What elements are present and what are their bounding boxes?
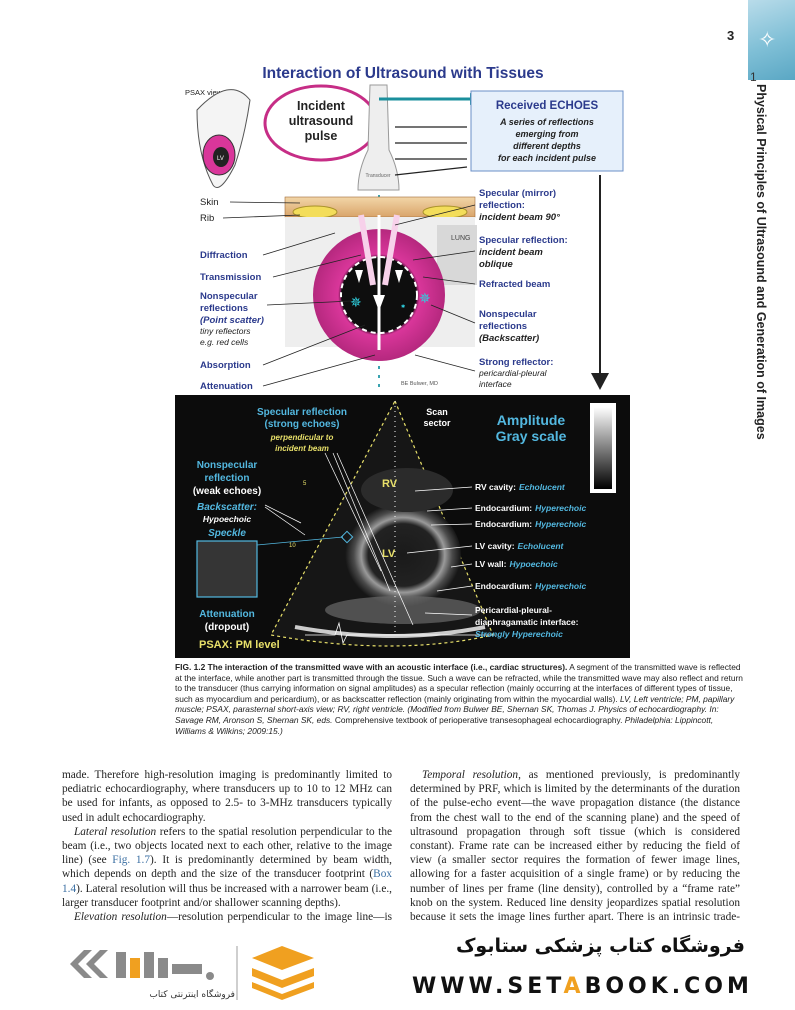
setabook-logo-icon <box>70 944 230 986</box>
svg-text:oblique: oblique <box>479 259 513 270</box>
svg-text:diaphragamatic interface:: diaphragamatic interface: <box>475 617 579 627</box>
figure-caption: FIG. 1.2 The interaction of the transmit… <box>175 662 743 736</box>
figure-title: Interaction of Ultrasound with Tissues <box>262 65 543 82</box>
svg-text:(Point scatter): (Point scatter) <box>200 315 264 326</box>
svg-text:Specular reflection:: Specular reflection: <box>479 235 568 246</box>
svg-text:different depths: different depths <box>513 141 581 151</box>
svg-text:Specular (mirror): Specular (mirror) <box>479 188 556 199</box>
skin-label: Skin <box>200 197 218 208</box>
svg-text:emerging from: emerging from <box>515 129 578 139</box>
body-column-left: made. Therefore high-resolution imaging … <box>62 769 392 930</box>
incident-line-1: Incident <box>297 99 346 113</box>
point-scatter-icon: ✵ <box>350 294 362 310</box>
transducer-label: Transducer <box>365 173 390 179</box>
svg-text:Strongly Hyperechoic: Strongly Hyperechoic <box>475 629 563 639</box>
amplitude-label: Amplitude <box>497 412 566 428</box>
speckle-inset <box>196 540 258 598</box>
svg-text:Gray scale: Gray scale <box>496 428 567 444</box>
svg-text:reflection:: reflection: <box>479 200 525 211</box>
figure-echo-image: 5 10 RV LV Specular reflection (strong e… <box>175 395 630 658</box>
svg-text:Speckle: Speckle <box>208 528 246 539</box>
received-echoes-title: Received ECHOES <box>496 100 599 112</box>
logo-subtitle: فروشگاه اینترنتی کتاب <box>149 990 235 1000</box>
svg-text:Pericardial-pleural-: Pericardial-pleural- <box>475 605 552 615</box>
svg-text:(strong echoes): (strong echoes) <box>264 419 339 430</box>
svg-text:tiny reflectors: tiny reflectors <box>200 326 251 336</box>
svg-text:Strong reflector:: Strong reflector: <box>479 357 553 368</box>
refracted-beam-label: Refracted beam <box>479 279 550 290</box>
svg-text:perpendicular to: perpendicular to <box>270 433 334 442</box>
rib-label: Rib <box>200 213 214 224</box>
caption-label: FIG. 1.2 <box>175 662 206 672</box>
svg-text:reflection: reflection <box>204 473 249 484</box>
psax-pm-label: PSAX: PM level <box>199 639 280 651</box>
svg-text:Nonspecular: Nonspecular <box>479 309 537 320</box>
svg-text:(weak echoes): (weak echoes) <box>193 486 261 497</box>
svg-text:Scan: Scan <box>426 407 448 417</box>
svg-text:Endocardium:Hyperechoic: Endocardium:Hyperechoic <box>475 519 586 529</box>
store-title: فروشگاه کتاب پزشکی ستابوک <box>455 935 745 957</box>
book-stack-icon <box>248 944 318 1000</box>
svg-text:Hypoechoic: Hypoechoic <box>203 514 251 524</box>
body-column-right: Temporal resolution, as mentioned previo… <box>410 769 740 930</box>
attenuation-label: Attenuation <box>200 381 253 392</box>
svg-text:for each incident pulse: for each incident pulse <box>498 153 596 163</box>
svg-text:Nonspecular: Nonspecular <box>197 460 258 471</box>
svg-text:sector: sector <box>423 418 451 428</box>
svg-text:LV wall:Hypoechoic: LV wall:Hypoechoic <box>475 559 558 569</box>
depth-tick-10: 10 <box>289 543 296 549</box>
figure-credit: BE Bulwer, MD <box>401 381 438 387</box>
svg-text:(dropout): (dropout) <box>205 622 249 633</box>
lung-label: LUNG <box>451 235 470 242</box>
lv-thumb-label: LV <box>217 156 224 162</box>
chapter-corner-tab <box>748 0 795 80</box>
svg-text:incident beam 90°: incident beam 90° <box>479 212 560 223</box>
svg-text:reflections: reflections <box>479 321 527 332</box>
absorption-label: Absorption <box>200 360 251 371</box>
transmission-label: Transmission <box>200 272 261 283</box>
store-url[interactable]: WWW.SETABOOK.COM <box>412 974 753 999</box>
incident-line-3: pulse <box>305 129 338 143</box>
rv-label: RV <box>382 478 398 490</box>
chapter-logo-icon: ✧ <box>758 28 777 53</box>
lv-label: LV <box>382 548 396 560</box>
depth-tick-5: 5 <box>303 481 307 487</box>
running-title: Physical Principles of Ultrasound and Ge… <box>754 84 768 440</box>
svg-text:(Backscatter): (Backscatter) <box>479 333 539 344</box>
chapter-number: 1 <box>750 70 757 84</box>
svg-text:LV cavity:Echolucent: LV cavity:Echolucent <box>475 541 565 551</box>
svg-text:e.g. red cells: e.g. red cells <box>200 337 249 347</box>
svg-text:A series of reflections: A series of reflections <box>499 117 594 127</box>
backscatter-icon: ✵ <box>419 290 431 306</box>
transducer-shape <box>357 84 400 191</box>
svg-text:Nonspecular: Nonspecular <box>200 291 258 302</box>
banner-divider <box>236 946 238 1000</box>
psax-view-label: PSAX view <box>185 88 223 97</box>
page-number: 3 <box>727 28 735 43</box>
svg-text:RV cavity:Echolucent: RV cavity:Echolucent <box>475 482 566 492</box>
diffraction-label: Diffraction <box>200 250 248 261</box>
svg-text:pericardial-pleural: pericardial-pleural <box>478 368 548 378</box>
svg-text:interface: interface <box>479 379 512 389</box>
svg-text:Backscatter:: Backscatter: <box>197 502 257 513</box>
svg-text:reflections: reflections <box>200 303 248 314</box>
figure-schematic: Interaction of Ultrasound with Tissues P… <box>175 55 630 395</box>
svg-text:incident beam: incident beam <box>275 444 329 453</box>
svg-text:Attenuation: Attenuation <box>199 609 255 620</box>
svg-text:Endocardium:Hyperechoic: Endocardium:Hyperechoic <box>475 581 586 591</box>
svg-text:Endocardium:Hyperechoic: Endocardium:Hyperechoic <box>475 503 586 513</box>
fig-1-7-link[interactable]: Fig. 1.7 <box>112 854 151 867</box>
gray-scale-bar <box>594 407 612 489</box>
incident-line-2: ultrasound <box>289 114 354 128</box>
svg-text:incident beam: incident beam <box>479 247 543 258</box>
box-1-4-link[interactable]: Box 1.4 <box>62 868 392 895</box>
svg-text:Specular reflection: Specular reflection <box>257 407 347 418</box>
pm-scatter-icon: ✱ <box>401 304 405 310</box>
